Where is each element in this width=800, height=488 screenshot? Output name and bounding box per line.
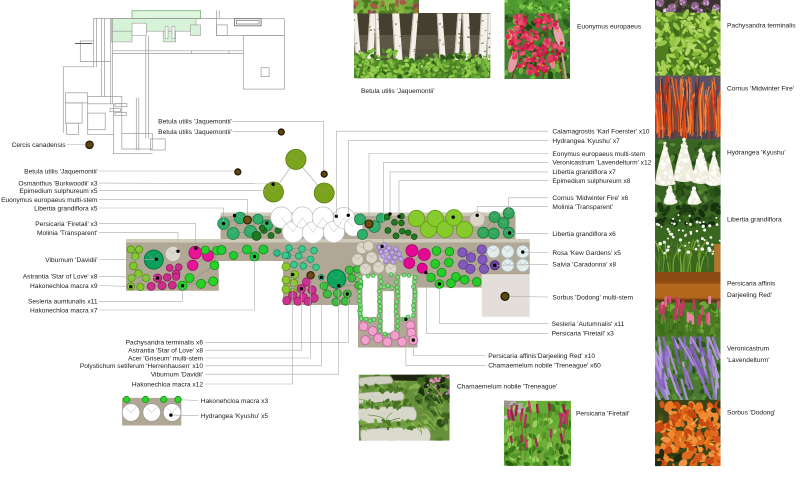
svg-text:Molinia 'Transparent': Molinia 'Transparent' bbox=[37, 230, 98, 237]
svg-text:Euonymus europaeus: Euonymus europaeus bbox=[577, 24, 642, 31]
svg-text:Epimedium sulphureum x5: Epimedium sulphureum x5 bbox=[19, 188, 97, 195]
svg-text:Betula utilis 'Jaquemontii': Betula utilis 'Jaquemontii' bbox=[361, 88, 435, 95]
svg-text:Libertia grandiflora: Libertia grandiflora bbox=[727, 216, 782, 223]
svg-text:Sorbus 'Dodong' multi-stem: Sorbus 'Dodong' multi-stem bbox=[552, 294, 633, 301]
svg-text:Astrantia 'Star of Love' x8: Astrantia 'Star of Love' x8 bbox=[128, 348, 203, 355]
svg-text:Hydrangea 'Kyushu' x5: Hydrangea 'Kyushu' x5 bbox=[201, 413, 269, 420]
svg-text:Epimedium sulphureum x8: Epimedium sulphureum x8 bbox=[552, 178, 630, 185]
svg-text:Libertia grandiflora x7: Libertia grandiflora x7 bbox=[552, 169, 616, 176]
svg-text:Hakonechloa macra x9: Hakonechloa macra x9 bbox=[30, 283, 98, 290]
svg-text:Cercis canadensis: Cercis canadensis bbox=[12, 142, 67, 149]
svg-text:Veronicastrum: Veronicastrum bbox=[727, 345, 770, 352]
svg-text:Viburnum 'Davidii': Viburnum 'Davidii' bbox=[151, 372, 203, 379]
svg-text:Persicaria 'Firetail' x3: Persicaria 'Firetail' x3 bbox=[552, 331, 615, 338]
svg-text:Polystichum setiferum 'Herrenh: Polystichum setiferum 'Herrenhausen' x10 bbox=[80, 363, 203, 370]
svg-text:Persicaria affinis: Persicaria affinis bbox=[727, 280, 776, 287]
svg-text:Sesleria 'Autumnalis' x11: Sesleria 'Autumnalis' x11 bbox=[552, 321, 625, 328]
svg-text:Sorbus 'Dodong': Sorbus 'Dodong' bbox=[727, 409, 775, 416]
svg-text:Acer 'Griseum' multi-stem: Acer 'Griseum' multi-stem bbox=[128, 355, 204, 362]
svg-text:Osmanthus 'Burkwoodii' x3: Osmanthus 'Burkwoodii' x3 bbox=[18, 180, 97, 187]
svg-text:Persicaria 'Firetail': Persicaria 'Firetail' bbox=[576, 411, 629, 418]
svg-text:Hydrangea 'Kyushu': Hydrangea 'Kyushu' bbox=[727, 149, 786, 156]
svg-text:Hakonechloa macra x12: Hakonechloa macra x12 bbox=[132, 381, 203, 388]
svg-text:Chamaemelum nobile 'Treneague': Chamaemelum nobile 'Treneague' bbox=[457, 384, 557, 391]
svg-text:Hydrangea 'Kyushu' x7: Hydrangea 'Kyushu' x7 bbox=[552, 138, 620, 145]
svg-text:Cornus 'Midwinter Fire' x6: Cornus 'Midwinter Fire' x6 bbox=[552, 195, 628, 202]
svg-text:Betula utilis 'Jaquemontii': Betula utilis 'Jaquemontii' bbox=[158, 119, 232, 126]
svg-text:Sesleria aumtunalis x11: Sesleria aumtunalis x11 bbox=[28, 299, 98, 306]
svg-text:Hakonechloa macra x7: Hakonechloa macra x7 bbox=[30, 307, 98, 314]
svg-text:Molinia 'Transparent': Molinia 'Transparent' bbox=[552, 204, 613, 211]
svg-text:Salvia 'Caradonna' x8: Salvia 'Caradonna' x8 bbox=[552, 262, 616, 269]
svg-text:Veronicastrum 'Lavendelturm' x: Veronicastrum 'Lavendelturm' x12 bbox=[552, 160, 651, 167]
svg-text:Libertia grandiflora x6: Libertia grandiflora x6 bbox=[552, 231, 616, 238]
svg-text:Rosa 'Kew Gardens' x5: Rosa 'Kew Gardens' x5 bbox=[552, 250, 621, 257]
svg-text:Eonymus europaeus multi-stem: Eonymus europaeus multi-stem bbox=[552, 151, 645, 158]
svg-text:Cornus 'Midwinter Fire': Cornus 'Midwinter Fire' bbox=[727, 85, 794, 92]
svg-text:Betula utilis 'Jaquemontii': Betula utilis 'Jaquemontii' bbox=[24, 168, 98, 175]
svg-text:Persicaria affinis'Darjeeling: Persicaria affinis'Darjeeling Red' x10 bbox=[488, 353, 595, 360]
svg-text:Pachysandra terminalis: Pachysandra terminalis bbox=[727, 22, 796, 29]
svg-text:Darjeeling Red': Darjeeling Red' bbox=[727, 292, 772, 299]
svg-text:Calamagrostis 'Karl Foerster': Calamagrostis 'Karl Foerster' x10 bbox=[552, 129, 649, 136]
svg-text:'Lavendelturm': 'Lavendelturm' bbox=[727, 357, 769, 364]
svg-text:Viburnum 'Davidii': Viburnum 'Davidii' bbox=[45, 257, 97, 264]
svg-text:Pachysandra terminalis x6: Pachysandra terminalis x6 bbox=[126, 340, 204, 347]
svg-text:Betula utilis 'Jaquemontii': Betula utilis 'Jaquemontii' bbox=[158, 129, 232, 136]
svg-text:Chamaemelum nobile 'Treneague': Chamaemelum nobile 'Treneague' x60 bbox=[488, 363, 601, 370]
svg-text:Astrantia 'Star of Love' x8: Astrantia 'Star of Love' x8 bbox=[23, 274, 98, 281]
svg-text:Hakonehcloa macra x3: Hakonehcloa macra x3 bbox=[201, 398, 269, 405]
svg-text:Libertia grandiflora x5: Libertia grandiflora x5 bbox=[34, 205, 98, 212]
svg-text:Persicaria 'Firetail' x3: Persicaria 'Firetail' x3 bbox=[35, 221, 98, 228]
svg-text:Euonymus europaeus multi-stem: Euonymus europaeus multi-stem bbox=[1, 197, 98, 204]
